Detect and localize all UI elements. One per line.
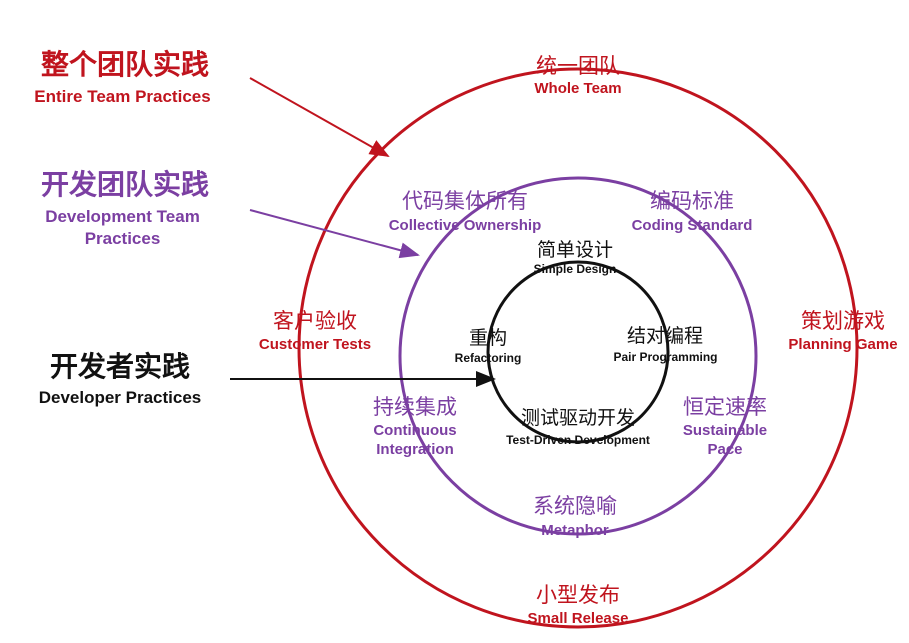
whole-team-zh: 统一团队	[536, 54, 620, 78]
customer-tests-en: Customer Tests	[258, 336, 372, 353]
collective-ownership-zh: 代码集体所有	[402, 189, 528, 213]
collective-ownership-en: Collective Ownership	[388, 217, 542, 234]
whole-team-en: Whole Team	[534, 80, 622, 97]
coding-standard-en: Coding Standard	[631, 217, 753, 234]
sustainable-pace-en-1: Sustainable	[682, 422, 768, 439]
arrow-whole-team	[249, 77, 390, 157]
refactoring-zh: 重构	[468, 327, 507, 349]
arrow-dev-team	[249, 209, 420, 259]
legend-dev-team-en-2: Practices	[84, 229, 161, 248]
legend-developer-zh: 开发者实践	[49, 350, 190, 383]
outer-ring	[297, 67, 859, 629]
planning-game-zh: 策划游戏	[801, 309, 885, 333]
pair-programming-en: Pair Programming	[613, 350, 718, 364]
continuous-integration-zh: 持续集成	[373, 395, 457, 419]
small-release-zh: 小型发布	[536, 583, 620, 607]
planning-game-en: Planning Game	[788, 336, 898, 353]
legend-dev-team-zh: 开发团队实践	[40, 168, 209, 201]
sustainable-pace-en-2: Pace	[707, 441, 743, 458]
legend-whole-team-zh: 整个团队实践	[40, 48, 209, 81]
inner-ring	[486, 260, 670, 444]
tdd-zh: 测试驱动开发	[520, 407, 635, 429]
continuous-integration-en-1: Continuous	[373, 422, 457, 439]
middle-ring	[398, 176, 758, 536]
simple-design-en: Simple Design	[533, 262, 617, 276]
refactoring-en: Refactoring	[454, 351, 522, 365]
customer-tests-zh: 客户验收	[273, 309, 357, 333]
metaphor-en: Metaphor	[541, 522, 609, 539]
tdd-en: Test-Driven Development	[506, 433, 650, 447]
continuous-integration-en-2: Integration	[376, 441, 454, 458]
legend-developer-en: Developer Practices	[38, 388, 202, 407]
sustainable-pace-zh: 恒定速率	[683, 395, 767, 419]
metaphor-zh: 系统隐喻	[533, 494, 617, 518]
legend-whole-team-en: Entire Team Practices	[34, 87, 211, 106]
simple-design-zh: 简单设计	[536, 239, 613, 261]
coding-standard-zh: 编码标准	[650, 189, 734, 213]
pair-programming-zh: 结对编程	[626, 325, 703, 347]
legend-dev-team-en-1: Development Team	[45, 207, 200, 226]
small-release-en: Small Release	[527, 610, 629, 627]
